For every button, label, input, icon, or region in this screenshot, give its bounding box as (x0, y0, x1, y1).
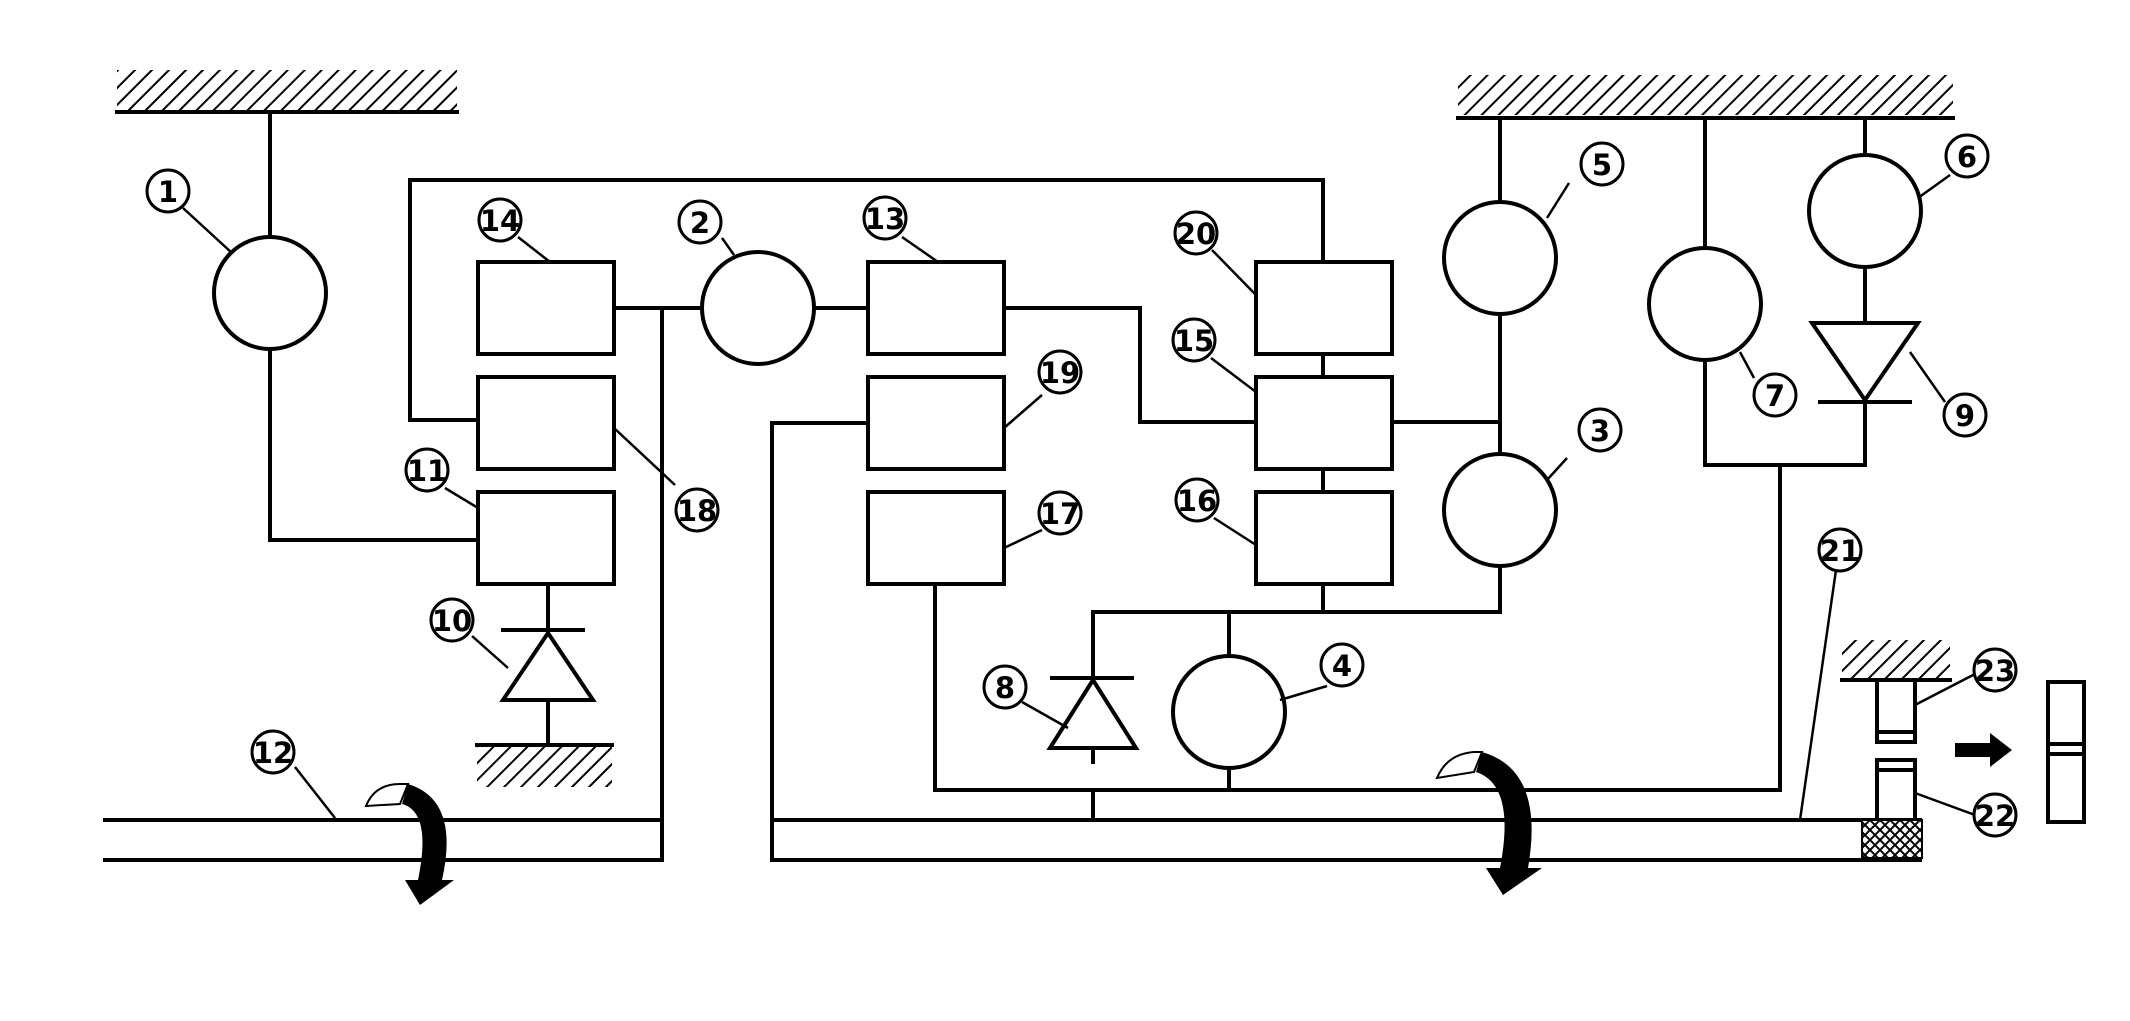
svg-text:9: 9 (1955, 399, 1975, 433)
callout-12: 12 (250, 729, 296, 775)
callout-22: 22 (1972, 792, 2018, 838)
callout-17: 17 (1037, 490, 1083, 536)
block-11 (476, 490, 616, 586)
shaft-12 (103, 818, 664, 862)
callout-6: 6 (1944, 133, 1990, 179)
circle-1 (212, 235, 328, 351)
svg-text:7: 7 (1765, 379, 1785, 413)
block-14 (476, 260, 616, 356)
svg-text:23: 23 (1975, 654, 2015, 688)
callout-23: 23 (1972, 647, 2018, 693)
svg-text:18: 18 (677, 494, 717, 528)
callout-21: 21 (1817, 527, 1863, 573)
rotation-arrow-icon-right (1435, 751, 1542, 895)
ground-bottom-left (475, 743, 614, 787)
svg-text:5: 5 (1592, 148, 1612, 182)
diode-9 (1808, 321, 1922, 404)
callout-14: 14 (477, 197, 523, 243)
block-16 (1254, 490, 1394, 586)
diode-10 (499, 628, 597, 702)
circle-2 (700, 250, 816, 366)
svg-text:1: 1 (158, 175, 178, 209)
svg-text:16: 16 (1177, 484, 1217, 518)
callout-9: 9 (1942, 392, 1988, 438)
svg-text:17: 17 (1040, 497, 1080, 531)
shaft-21 (770, 818, 1922, 862)
circle-5 (1442, 200, 1558, 316)
callout-4: 4 (1319, 642, 1365, 688)
svg-text:8: 8 (995, 671, 1015, 705)
engaged-brake-view (2046, 680, 2086, 824)
svg-text:15: 15 (1174, 324, 1214, 358)
svg-text:3: 3 (1590, 414, 1610, 448)
svg-text:10: 10 (432, 604, 472, 638)
block-17 (866, 490, 1006, 586)
block-20 (1254, 260, 1394, 356)
svg-text:11: 11 (407, 454, 447, 488)
svg-text:2: 2 (690, 206, 710, 240)
svg-text:22: 22 (1975, 799, 2015, 833)
block-13 (866, 260, 1006, 356)
rotation-arrow-icon-left (364, 783, 454, 905)
callout-16: 16 (1174, 477, 1220, 523)
callout-2: 2 (677, 199, 723, 245)
callout-leaders (182, 173, 1976, 821)
circle-7 (1647, 246, 1763, 362)
brake-element-23 (1875, 678, 1917, 744)
svg-text:19: 19 (1040, 356, 1080, 390)
callout-1: 1 (145, 168, 191, 214)
callout-15: 15 (1171, 317, 1217, 363)
svg-text:14: 14 (480, 204, 520, 238)
callout-13: 13 (862, 195, 908, 241)
svg-text:13: 13 (865, 202, 905, 236)
circle-4 (1171, 654, 1287, 770)
ground-right-top (1456, 75, 1955, 120)
callout-19: 19 (1037, 349, 1083, 395)
svg-text:4: 4 (1332, 649, 1352, 683)
svg-text:21: 21 (1820, 534, 1860, 568)
callout-5: 5 (1579, 141, 1625, 187)
ground-brake (1840, 640, 1952, 682)
connection-lines (268, 110, 1867, 862)
engage-arrow-icon (1955, 733, 2012, 767)
block-18 (476, 375, 616, 471)
circle-6 (1807, 153, 1923, 269)
svg-text:20: 20 (1176, 217, 1216, 251)
svg-text:6: 6 (1957, 140, 1977, 174)
callout-11: 11 (404, 447, 450, 493)
callout-8: 8 (982, 664, 1028, 710)
callout-10: 10 (429, 597, 475, 643)
callout-3: 3 (1577, 407, 1623, 453)
ground-left-top (115, 70, 459, 114)
block-15 (1254, 375, 1394, 471)
brake-element-22 (1861, 758, 1923, 859)
circle-3 (1442, 452, 1558, 568)
callout-18: 18 (674, 487, 720, 533)
callout-7: 7 (1752, 372, 1798, 418)
callout-20: 20 (1173, 210, 1219, 256)
block-19 (866, 375, 1006, 471)
diode-8 (1046, 676, 1140, 750)
svg-text:12: 12 (253, 736, 293, 770)
